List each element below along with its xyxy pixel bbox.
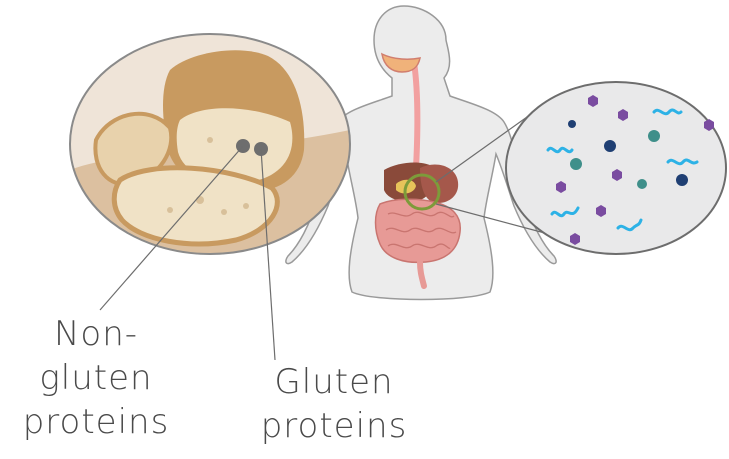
esophagus <box>414 62 417 168</box>
non-gluten-label-line-1: Non- <box>0 312 192 356</box>
bread-callout <box>70 34 350 254</box>
gluten-label-line-2: proteins <box>236 404 432 448</box>
gluten-proteins-label: Gluten proteins <box>236 360 432 448</box>
microbe-navy <box>676 174 688 186</box>
microbe-navy <box>568 120 576 128</box>
microbe-teal <box>570 158 582 170</box>
non-gluten-label-line-3: proteins <box>0 400 192 444</box>
microbe-navy <box>604 140 616 152</box>
non-gluten-label-line-2: gluten <box>0 356 192 400</box>
microbe-teal <box>637 179 647 189</box>
gluten-label-line-1: Gluten <box>236 360 432 404</box>
bread-slice-front <box>114 168 277 244</box>
microbe-teal <box>648 130 660 142</box>
non-gluten-proteins-label: Non- gluten proteins <box>0 312 192 444</box>
gut-microbiota-callout <box>506 82 726 254</box>
